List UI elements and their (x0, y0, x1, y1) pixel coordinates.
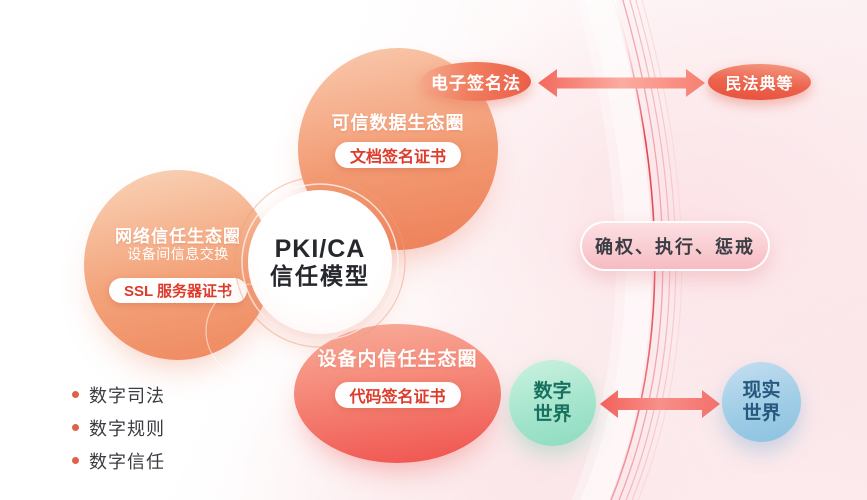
bullet-dot-icon (72, 424, 79, 431)
trusted-data-ecosystem-title: 可信数据生态圈 (331, 113, 465, 133)
real-world-label: 现实世界 (742, 380, 781, 424)
digital-world-circle: 数字世界 (509, 360, 596, 446)
digital-world-label: 数字世界 (533, 381, 572, 425)
list-item: 数字司法 (72, 378, 165, 411)
list-item: 数字规则 (72, 411, 165, 444)
bullet-label: 数字规则 (89, 418, 165, 439)
network-trust-ecosystem-subtitle: 设备间信息交换 (127, 246, 229, 262)
double-arrow-icon (600, 390, 720, 418)
network-trust-ecosystem-title: 网络信任生态圈 (115, 227, 241, 246)
list-item: 数字信任 (72, 444, 165, 477)
network-trust-ecosystem-circle: 网络信任生态圈 设备间信息交换 SSL 服务器证书 (84, 170, 272, 360)
pki-ca-center-circle: PKI/CA 信任模型 (248, 190, 392, 334)
ssl-server-cert-badge: SSL 服务器证书 (108, 278, 248, 303)
real-world-circle: 现实世界 (722, 362, 801, 442)
trust-model-title: 信任模型 (270, 262, 370, 289)
bullet-list: 数字司法 数字规则 数字信任 (72, 378, 165, 477)
doc-signing-cert-badge: 文档签名证书 (334, 142, 462, 168)
e-signature-law-pill: 电子签名法 (421, 62, 531, 101)
bullet-dot-icon (72, 391, 79, 398)
device-trust-ecosystem-title: 设备内信任生态圈 (317, 349, 478, 370)
bullet-label: 数字司法 (89, 385, 165, 406)
double-arrow-icon (538, 69, 705, 97)
bullet-dot-icon (72, 457, 79, 464)
civil-code-pill: 民法典等 (708, 64, 811, 100)
rights-enforcement-pill: 确权、执行、惩戒 (580, 221, 770, 271)
code-signing-cert-badge: 代码签名证书 (334, 382, 461, 408)
bullet-label: 数字信任 (89, 451, 165, 472)
device-trust-ecosystem-circle: 设备内信任生态圈 代码签名证书 (294, 324, 501, 463)
pki-ca-title: PKI/CA (274, 234, 366, 263)
